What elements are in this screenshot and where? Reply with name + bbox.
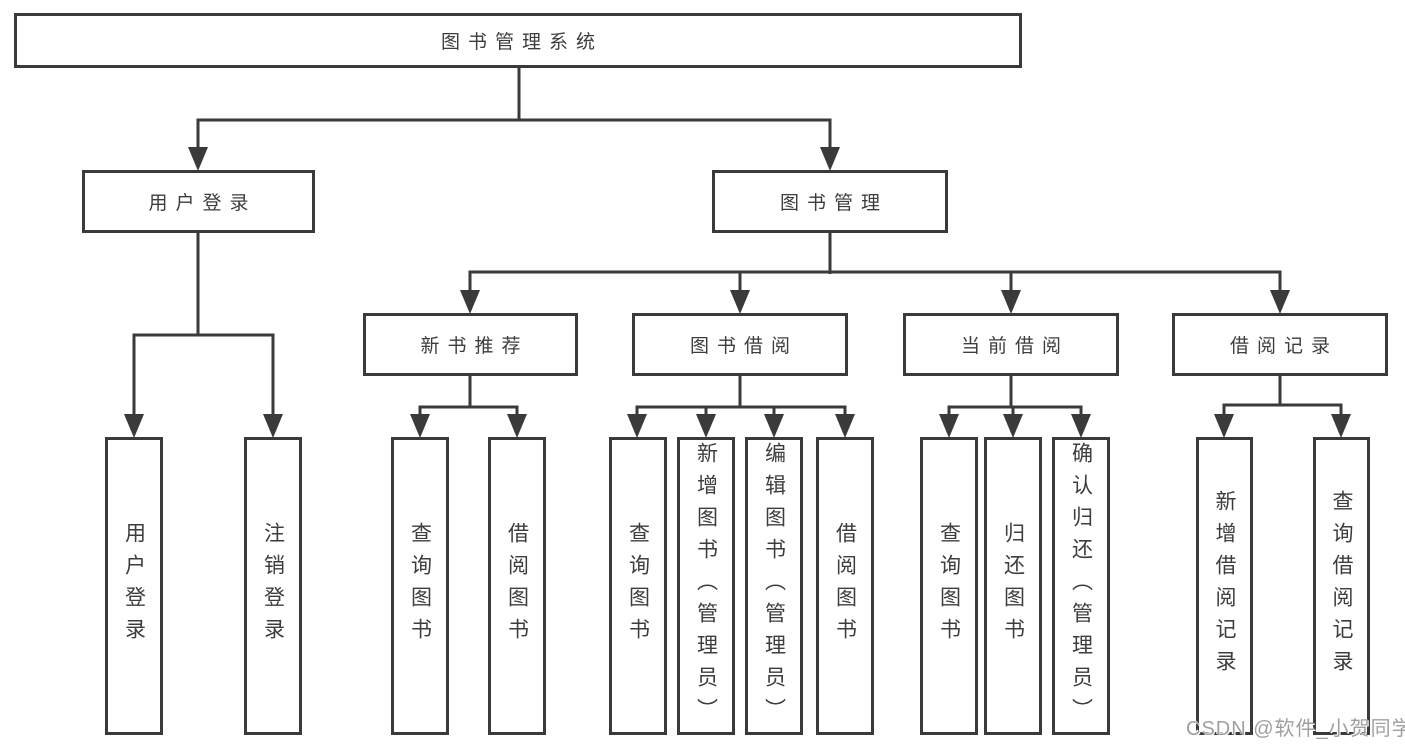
node-label: 当前借阅 — [960, 336, 1069, 357]
leaf-confirm-return-admin: 确认归还（管理员） — [1052, 437, 1110, 735]
node-new-book-recommend: 新书推荐 — [363, 313, 578, 376]
node-label: 借阅记录 — [1229, 336, 1338, 357]
node-label: 新增图书（管理员） — [694, 442, 718, 730]
node-label: 用户登录 — [148, 193, 257, 214]
leaf-borrow-books-recommend: 借阅图书 — [488, 437, 546, 735]
arrow-down-icon — [1270, 290, 1290, 314]
node-label: 查询图书 — [626, 522, 650, 650]
leaf-query-books-borrow: 查询图书 — [609, 437, 667, 735]
node-system-root: 图书管理系统 — [14, 13, 1022, 68]
arrow-down-icon — [627, 414, 647, 438]
arrow-down-icon — [410, 414, 430, 438]
leaf-user-login: 用户登录 — [105, 437, 163, 735]
node-label: 归还图书 — [1001, 522, 1025, 650]
arrow-down-icon — [730, 290, 750, 314]
connector-borrow-record-to-leaves — [1222, 376, 1343, 416]
arrow-down-icon — [188, 147, 208, 171]
arrow-down-icon — [1331, 414, 1351, 438]
arrow-down-icon — [764, 414, 784, 438]
arrow-down-icon — [507, 414, 527, 438]
leaf-logout: 注销登录 — [244, 437, 302, 735]
node-label: 图书管理 — [779, 193, 888, 214]
node-label: 确认归还（管理员） — [1069, 442, 1093, 730]
connector-book-borrow-to-leaves — [635, 376, 847, 416]
node-label: 新增借阅记录 — [1213, 490, 1236, 682]
arrow-down-icon — [460, 290, 480, 314]
node-user-login: 用户登录 — [82, 170, 315, 233]
leaf-add-borrow-record: 新增借阅记录 — [1196, 437, 1253, 735]
node-label: 编辑图书（管理员） — [762, 442, 786, 730]
node-current-borrow: 当前借阅 — [903, 313, 1119, 376]
leaf-query-books-current: 查询图书 — [920, 437, 978, 735]
leaf-return-books: 归还图书 — [984, 437, 1042, 735]
connector-user-login-to-leaves — [132, 233, 275, 416]
connector-book-mgmt-to-level3 — [468, 233, 1282, 292]
leaf-query-borrow-record: 查询借阅记录 — [1313, 437, 1370, 735]
arrow-down-icon — [1003, 414, 1023, 438]
node-borrow-records: 借阅记录 — [1172, 313, 1388, 376]
node-label: 查询图书 — [408, 522, 432, 650]
arrow-down-icon — [1071, 414, 1091, 438]
csdn-watermark: CSDN @软件_小贺同学 — [1186, 718, 1405, 740]
node-label: 用户登录 — [122, 522, 146, 650]
arrow-down-icon — [820, 147, 840, 171]
node-label: 查询图书 — [937, 522, 961, 650]
leaf-add-books-admin: 新增图书（管理员） — [677, 437, 735, 735]
node-label: 图书管理系统 — [440, 32, 603, 53]
leaf-edit-books-admin: 编辑图书（管理员） — [745, 437, 803, 735]
arrow-down-icon — [939, 414, 959, 438]
node-label: 借阅图书 — [833, 522, 857, 650]
connector-new-book-to-leaves — [418, 376, 519, 416]
node-book-borrow: 图书借阅 — [632, 313, 848, 376]
arrow-down-icon — [696, 414, 716, 438]
arrow-down-icon — [124, 414, 144, 438]
arrow-down-icon — [1214, 414, 1234, 438]
node-label: 查询借阅记录 — [1330, 490, 1353, 682]
arrowheads — [124, 147, 1351, 438]
node-label: 图书借阅 — [689, 336, 798, 357]
node-label: 注销登录 — [261, 522, 285, 650]
node-label: 借阅图书 — [505, 522, 529, 650]
arrow-down-icon — [1001, 290, 1021, 314]
node-label: 新书推荐 — [420, 336, 529, 357]
arrow-down-icon — [835, 414, 855, 438]
connector-root-to-level2 — [196, 67, 832, 149]
arrow-down-icon — [263, 414, 283, 438]
connector-current-borrow-to-leaves — [947, 376, 1083, 416]
leaf-borrow-books: 借阅图书 — [816, 437, 874, 735]
leaf-query-books-recommend: 查询图书 — [391, 437, 449, 735]
node-book-management: 图书管理 — [712, 170, 948, 233]
